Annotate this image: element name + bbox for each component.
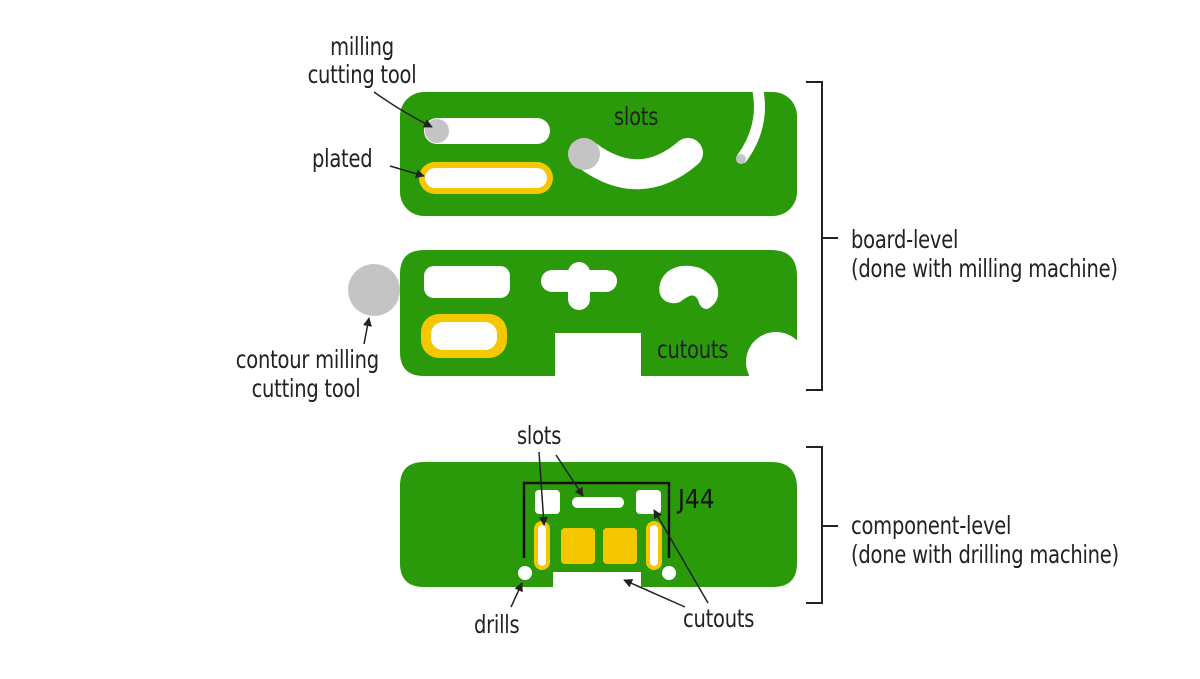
designator-label: J44 (678, 485, 715, 515)
label-board-level-2: (done with milling machine) (851, 254, 1118, 283)
top-board (400, 80, 797, 216)
label-contour-tool-2: cutting tool (251, 374, 361, 403)
arrow-milling-tool (373, 91, 433, 128)
board-level-bracket (806, 81, 838, 391)
rect-cutout (424, 266, 510, 298)
plated-slot (425, 168, 547, 188)
top-slot (572, 497, 624, 508)
blob-cutout (659, 265, 719, 309)
label-contour-tool-1: contour milling (235, 345, 379, 374)
label-board-level-1: board-level (851, 225, 959, 254)
bottom-board-body (400, 462, 797, 587)
label-drills: drills (474, 610, 520, 639)
label-plated: plated (312, 144, 373, 173)
plated-cutout (431, 322, 497, 350)
plated-slot-right (650, 525, 658, 566)
curved-slot-tool-marker (568, 138, 600, 170)
arrow-slots-top (555, 454, 584, 497)
arrow-contour-tool (363, 317, 372, 345)
label-slots-bottom: slots (517, 421, 562, 450)
arrow-plated (389, 165, 425, 179)
curved-slot (573, 138, 703, 190)
contour-tool-marker (348, 264, 400, 316)
cross-cutout-v (568, 262, 590, 310)
bottom-board (400, 462, 797, 587)
milling-tool-marker (425, 119, 449, 143)
label-component-level-1: component-level (851, 511, 1012, 540)
label-component-level-2: (done with drilling machine) (851, 540, 1119, 569)
label-milling-tool-line2: cutting tool (307, 60, 417, 89)
plated-slot-left (538, 525, 546, 566)
square-cutout-right (636, 490, 661, 514)
middle-board (348, 250, 806, 392)
label-cutouts-top: cutouts (657, 335, 729, 364)
edge-arc-tool-marker (736, 154, 746, 164)
pad-right (603, 528, 637, 564)
label-slots-top: slots (614, 102, 659, 131)
label-milling-tool-line1: milling (330, 32, 394, 61)
arrow-drills (510, 582, 523, 608)
component-level-bracket (806, 446, 838, 604)
edge-arc-slot (736, 80, 765, 164)
label-cutouts-bottom: cutouts (683, 604, 755, 633)
unplated-slot (424, 118, 550, 144)
pad-left (561, 528, 595, 564)
arrow-slots-left (538, 451, 548, 526)
corner-notch (746, 332, 806, 392)
label-milling-tool: milling (323, 32, 401, 61)
square-cutout-left (535, 490, 560, 514)
drill-right (662, 566, 676, 580)
arrow-cutouts-right (653, 509, 709, 604)
silkscreen-outline (522, 481, 671, 558)
label-milling-tool-2: cutting tool (292, 60, 432, 89)
arrow-cutouts-bottom (623, 579, 686, 608)
drill-left (518, 566, 532, 580)
